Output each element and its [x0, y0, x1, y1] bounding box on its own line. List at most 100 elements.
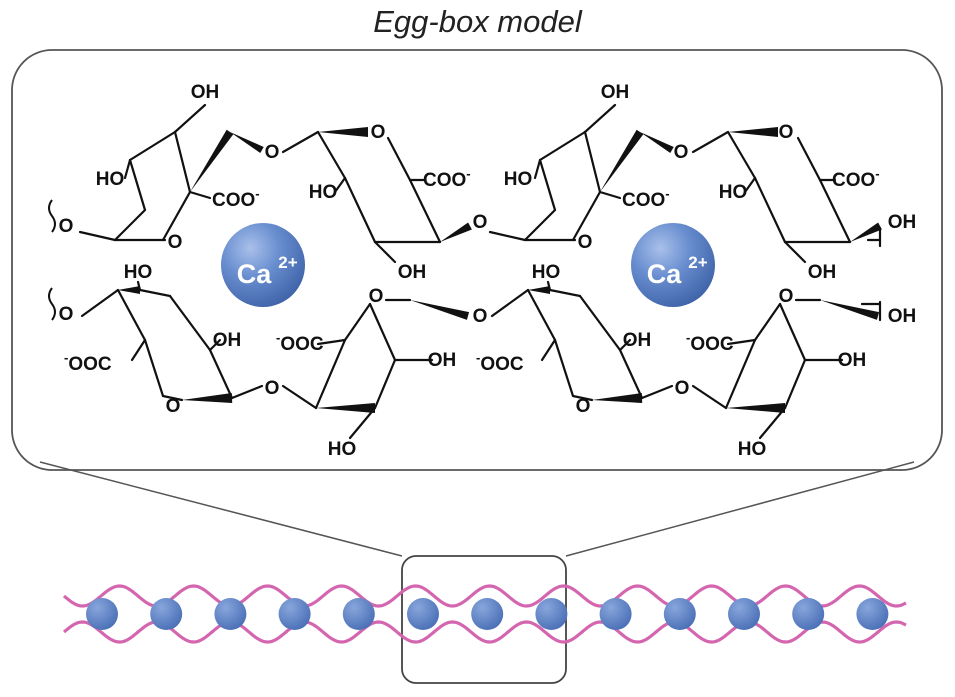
bond	[578, 294, 622, 352]
calcium-bead	[342, 598, 375, 630]
wedge-bond	[820, 300, 880, 320]
bond	[490, 288, 530, 318]
bond	[783, 358, 807, 410]
glycosidic-oxygen-label: O	[675, 378, 690, 399]
wedge-bond	[118, 286, 140, 294]
diagram-title: Egg-box model	[373, 4, 582, 39]
calcium-ion: Ca 2+	[221, 223, 305, 307]
calcium-bead	[663, 598, 696, 630]
bond	[583, 103, 617, 134]
wedge-bond	[182, 393, 233, 403]
hydroxyl-label: HO	[96, 169, 125, 190]
bond	[548, 288, 582, 298]
zoom-connector-left	[39, 461, 403, 557]
bond	[161, 190, 192, 242]
hydroxyl-label: HO	[309, 182, 338, 203]
wedge-bond	[600, 129, 644, 192]
glycosidic-oxygen-label: O	[265, 142, 280, 163]
bond	[368, 302, 397, 362]
hydroxyl-label: OH	[808, 262, 837, 283]
glycosidic-oxygen-label: O	[265, 378, 280, 399]
carboxylate-label: -OOC	[276, 330, 324, 355]
chain-end-oxygen-label: O	[59, 216, 74, 237]
bond	[208, 348, 234, 400]
bond	[538, 130, 587, 162]
bond	[230, 384, 264, 400]
wedge-bond	[316, 403, 375, 413]
chain-end-oxygen-label: O	[59, 304, 74, 325]
hydroxyl-label: HO	[719, 182, 748, 203]
bond	[373, 358, 397, 410]
bond	[143, 338, 165, 398]
ring-oxygen-label: O	[166, 396, 181, 417]
hydroxyl-label: HO	[328, 439, 357, 460]
ring-oxygen-label: O	[371, 122, 386, 143]
ring-oxygen-label: O	[578, 232, 593, 253]
hydroxyl-label: OH	[601, 82, 630, 103]
glycosidic-oxygen-label: O	[674, 142, 689, 163]
calcium-bead	[535, 598, 568, 630]
bond	[540, 338, 557, 362]
bond	[743, 176, 757, 194]
zoom-connector-right	[565, 461, 915, 557]
calcium-bead	[407, 598, 439, 630]
calcium-bead	[599, 598, 632, 630]
ring-oxygen-label: O	[369, 286, 384, 307]
bond	[488, 230, 527, 242]
molecular-structure	[48, 103, 882, 440]
bond	[113, 208, 147, 242]
wedge-bond	[410, 300, 470, 320]
bond	[348, 406, 377, 440]
calcium-ion: Ca 2+	[631, 223, 715, 307]
bond	[571, 190, 602, 242]
chain-break-mark	[48, 199, 56, 233]
ring-oxygen-label: O	[779, 286, 794, 307]
bond	[128, 130, 177, 162]
wedge-bond	[440, 222, 472, 242]
bond	[538, 158, 557, 212]
bond	[343, 176, 377, 244]
bond	[130, 338, 147, 362]
bond	[208, 338, 222, 352]
calcium-bead	[214, 598, 247, 630]
polymer-chain	[62, 584, 907, 644]
wedge-bond	[850, 222, 882, 242]
ion-charge: 2+	[278, 253, 297, 272]
bond	[598, 190, 622, 200]
bond	[691, 130, 730, 154]
bond	[314, 338, 347, 410]
bond	[173, 130, 192, 194]
glycosidic-oxygen-label: O	[473, 212, 488, 233]
bond	[618, 348, 644, 400]
bond	[316, 130, 347, 180]
carboxylate-label: COO-	[622, 186, 670, 211]
bond	[168, 294, 212, 352]
bond	[640, 384, 674, 400]
bond	[753, 176, 787, 244]
bond	[778, 302, 807, 362]
bond	[618, 338, 632, 352]
bond	[138, 288, 172, 298]
hydroxyl-label: OH	[191, 82, 220, 103]
wedge-bond	[592, 393, 643, 403]
bond	[128, 158, 147, 212]
bond	[188, 190, 212, 200]
hydroxyl-label: HO	[532, 262, 561, 283]
carboxylate-label: COO-	[832, 166, 880, 191]
carboxylate-label: -OOC	[476, 350, 524, 375]
chain-break-mark	[48, 287, 56, 321]
wedge-bond	[190, 129, 234, 192]
bond	[161, 394, 184, 402]
bond	[726, 338, 757, 346]
wedge-bond	[726, 403, 785, 413]
calcium-bead	[86, 598, 118, 630]
wedge-bond	[230, 132, 264, 154]
bond	[333, 176, 347, 194]
ring-oxygen-label: O	[576, 396, 591, 417]
bond	[758, 406, 787, 440]
bond	[553, 338, 575, 398]
hydroxyl-label: HO	[124, 262, 153, 283]
chain-strand-top	[62, 584, 907, 608]
zoom-panel	[11, 49, 943, 471]
